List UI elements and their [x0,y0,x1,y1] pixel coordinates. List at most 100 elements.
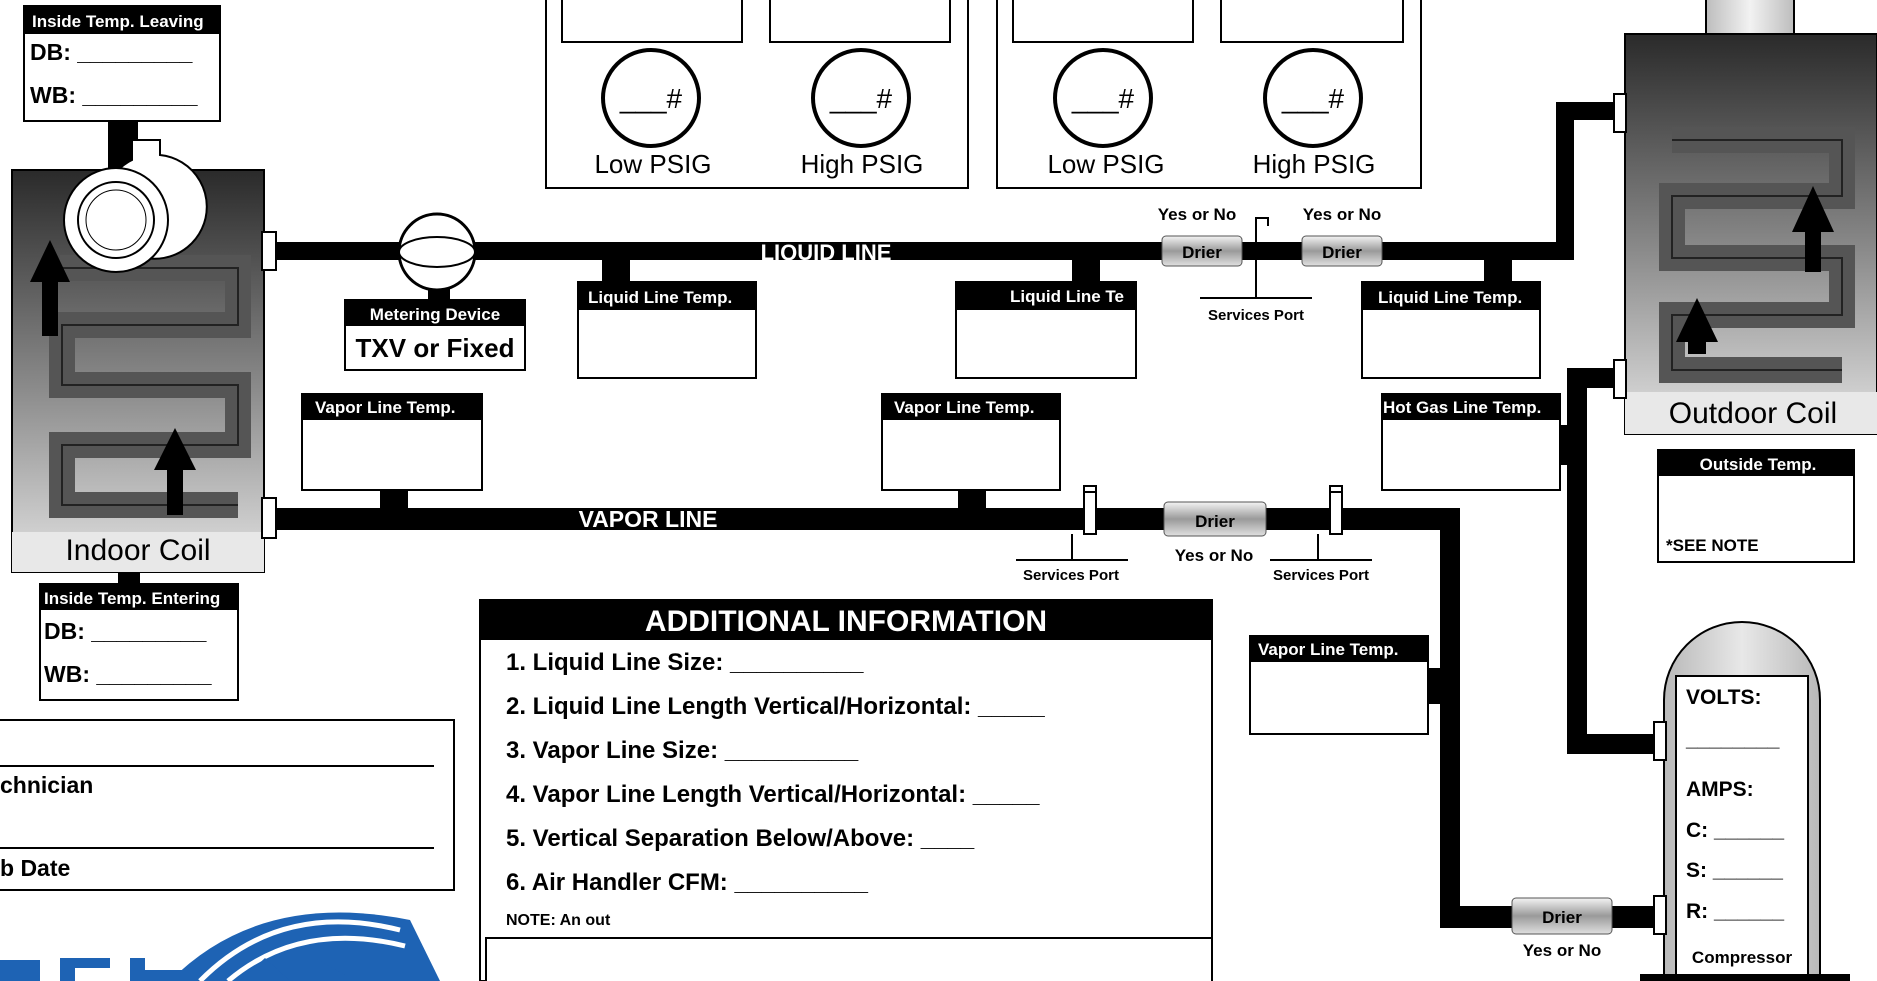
outside-temp-header: Outside Temp. [1700,455,1817,474]
gauge-label: High PSIG [1253,149,1376,179]
inside-temp-leaving-box: Inside Temp. Leaving DB: _________ WB: _… [23,5,221,122]
high-psig-gauge[interactable] [811,48,911,148]
info-note: NOTE: An out [506,912,611,929]
drier-label: Drier [1542,908,1582,927]
job-date-label: b Date [0,855,70,881]
info-item-air-handler-cfm[interactable]: 6. Air Handler CFM: __________ [506,869,869,896]
indoor-unit: Indoor Coil [11,139,277,573]
metering-device-header: Metering Device [370,305,500,324]
amps-s-field[interactable]: S: ______ [1686,859,1783,882]
outside-temp-box[interactable]: Outside Temp. *SEE NOTE [1657,449,1855,563]
vapor-line-label: VAPOR LINE [579,506,718,532]
entering-db-field[interactable]: DB: _________ [44,618,207,644]
gauge-label: Low PSIG [594,149,711,179]
drier-yes-no[interactable]: Yes or No [1303,205,1381,224]
metering-device-value[interactable]: TXV or Fixed [356,333,515,363]
temp-box-header: Liquid Line Temp. [1378,288,1522,307]
up-arrow-icon [154,428,196,515]
gauge-value: ___# [1281,83,1345,114]
vapor-drier[interactable]: Drier Yes or No [1163,501,1267,565]
liquid-line-pipe [272,242,1574,260]
liquid-line-temp-box-2[interactable]: Liquid Line Te [955,281,1137,379]
outdoor-unit: Outdoor Coil [1613,0,1877,435]
leaving-wb-field[interactable]: WB: _________ [30,82,198,108]
company-logo [0,912,440,981]
liquid-line-temp-box-3[interactable]: Liquid Line Temp. [1361,281,1541,379]
amps-label: AMPS: [1686,778,1754,801]
temp-box-header: Liquid Line Te [1010,287,1124,306]
gauge-value: ___# [829,83,893,114]
info-item-liquid-line-length[interactable]: 2. Liquid Line Length Vertical/Horizonta… [506,693,1045,720]
metering-device: Metering Device TXV or Fixed [344,212,526,371]
drier-label: Drier [1322,243,1362,262]
compressor-label: Compressor [1692,948,1793,967]
indoor-coil-label: Indoor Coil [65,534,210,567]
vapor-line-drop [1440,508,1460,928]
high-psig-gauge[interactable] [1263,48,1363,148]
volts-field[interactable]: ________ [1685,728,1780,751]
service-port-vapor-1[interactable] [1016,485,1128,561]
drier-yes-no[interactable]: Yes or No [1175,546,1253,565]
compressor: VOLTS: ________ AMPS: C: ______ S: _____… [1640,621,1850,981]
volts-label: VOLTS: [1686,686,1761,709]
service-port-label: Services Port [1023,567,1119,584]
vapor-line-temp-box-1[interactable]: Vapor Line Temp. [301,393,483,491]
drier-label: Drier [1195,512,1235,531]
service-port-label: Services Port [1273,567,1369,584]
temp-box-header: Hot Gas Line Temp. [1383,398,1541,417]
service-port-label: Services Port [1208,307,1304,324]
service-port-vapor-2[interactable] [1270,485,1372,561]
additional-information-section: ADDITIONAL INFORMATION 1. Liquid Line Si… [479,599,1213,981]
drier-yes-no[interactable]: Yes or No [1158,205,1236,224]
vapor-line-temp-box-2[interactable]: Vapor Line Temp. [881,393,1061,491]
temp-box-header: Vapor Line Temp. [894,398,1034,417]
liquid-drier-1[interactable]: Drier Yes or No [1158,205,1243,267]
info-item-vertical-separation[interactable]: 5. Vertical Separation Below/Above: ____ [506,825,975,852]
outdoor-coil-label: Outdoor Coil [1669,397,1837,430]
see-note-text: *SEE NOTE [1666,536,1759,555]
vapor-line-temp-box-3[interactable]: Vapor Line Temp. [1249,635,1429,735]
hot-gas-line-bottom [1567,734,1657,754]
liquid-drier-2[interactable]: Drier Yes or No [1301,205,1383,267]
low-psig-gauge[interactable] [1053,48,1153,148]
info-item-vapor-line-size[interactable]: 3. Vapor Line Size: __________ [506,737,859,764]
entering-wb-field[interactable]: WB: _________ [44,661,212,687]
gauge-value: ___# [1071,83,1135,114]
liquid-line-label: LIQUID LINE [761,240,892,265]
low-psig-gauge[interactable] [601,48,701,148]
compressor-drier[interactable]: Drier Yes or No [1511,897,1613,960]
temp-box-header: Liquid Line Temp. [588,288,732,307]
gauge-value: ___# [619,83,683,114]
piping [108,102,1660,928]
temp-box-header: Vapor Line Temp. [315,398,455,417]
gauge-panel-right: ___# ___# Low PSIG High PSIG [996,0,1422,189]
technician-box: chnician b Date [0,719,455,891]
info-item-liquid-line-size[interactable]: 1. Liquid Line Size: __________ [506,649,864,676]
gauge-label: High PSIG [801,149,924,179]
leaving-db-field[interactable]: DB: _________ [30,39,193,65]
gauge-panel-left: ___# ___# Low PSIG High PSIG [545,0,969,189]
liquid-line-temp-box-1[interactable]: Liquid Line Temp. [577,281,757,379]
inside-temp-entering-header: Inside Temp. Entering [44,589,220,608]
notes-field[interactable] [485,937,1213,981]
additional-information-title: ADDITIONAL INFORMATION [645,605,1047,638]
blower-fan-icon [63,139,208,273]
up-arrow-icon [1676,298,1718,352]
amps-c-field[interactable]: C: ______ [1686,819,1784,842]
liquid-line-riser [1556,102,1574,260]
up-arrow-icon [1792,186,1834,272]
up-arrow-icon [30,240,70,336]
info-item-vapor-line-length[interactable]: 4. Vapor Line Length Vertical/Horizontal… [506,781,1040,808]
temp-box-header: Vapor Line Temp. [1258,640,1398,659]
vapor-line-pipe [272,508,1460,530]
inside-temp-entering-box: Inside Temp. Entering DB: _________ WB: … [39,583,239,701]
gauge-label: Low PSIG [1047,149,1164,179]
hot-gas-line-temp-box[interactable]: Hot Gas Line Temp. [1381,393,1561,491]
inside-temp-leaving-header: Inside Temp. Leaving [32,12,204,31]
drier-yes-no[interactable]: Yes or No [1523,941,1601,960]
technician-label: chnician [0,772,93,798]
amps-r-field[interactable]: R: ______ [1686,900,1784,923]
drier-label: Drier [1182,243,1222,262]
service-port-liquid[interactable] [1200,217,1312,299]
